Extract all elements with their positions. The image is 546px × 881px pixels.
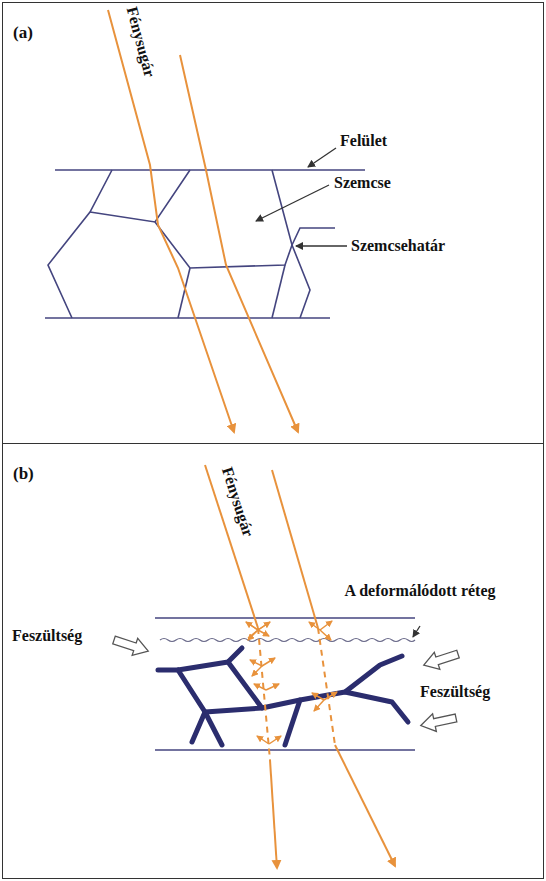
panel-frame: (a): [2, 2, 544, 444]
light-ray: [272, 470, 318, 628]
text-label: Szemcsehatár: [351, 237, 445, 255]
ray-label: Fénysugár: [122, 5, 158, 79]
panel-tag: (a): [13, 23, 33, 43]
grain-boundary: [205, 662, 262, 712]
light-ray: [180, 55, 298, 432]
ray-label: Fénysugár: [218, 465, 258, 539]
scatter-arrow: [324, 692, 337, 700]
scatter-arrow: [266, 684, 279, 690]
scatter-arrow: [312, 693, 324, 700]
leader-line: [308, 148, 336, 167]
scatter-arrow: [254, 684, 266, 690]
stress-arrows: [111, 631, 461, 734]
grain-boundary: [48, 170, 112, 318]
light-ray-dashed: [318, 628, 335, 745]
grain-boundary: [292, 228, 335, 245]
grain-boundary: [178, 670, 205, 742]
top-line: [155, 617, 415, 619]
stress-arrow: [111, 631, 151, 659]
light-ray: [270, 760, 277, 868]
surface-line: [55, 169, 365, 171]
deformed-layer-line: [160, 639, 415, 642]
panel-frame: (b): [2, 443, 544, 879]
light-ray-dashed: [258, 628, 270, 760]
light-rays-a: [108, 10, 298, 432]
stress-arrow: [419, 709, 458, 734]
scatter-arrow: [309, 622, 320, 630]
scatter-arrow: [320, 621, 332, 630]
scatter-arrow: [246, 622, 258, 630]
scatter-arrows: [246, 621, 337, 744]
grain-boundary: [205, 712, 222, 745]
text-label: Szemcse: [334, 174, 391, 192]
bottom-line: [155, 749, 415, 751]
leader-line: [296, 245, 347, 246]
scatter-arrow: [262, 658, 275, 666]
leader-lines-b: [413, 626, 420, 637]
light-ray: [205, 465, 258, 628]
grain-boundary: [292, 245, 310, 318]
scatter-arrow: [258, 622, 270, 630]
scatter-arrow: [250, 660, 262, 666]
grain-layer-b: [155, 618, 415, 750]
bottom-line: [45, 317, 330, 319]
light-ray: [108, 10, 234, 432]
grain-layer-a: [45, 170, 365, 318]
grain-boundary: [90, 170, 190, 222]
text-label: A deformálódott réteg: [340, 582, 500, 600]
scatter-arrow: [269, 736, 281, 744]
scatter-arrow: [252, 666, 262, 676]
stress-arrow: [421, 645, 461, 673]
panel-tag: (b): [13, 464, 34, 484]
leader-line: [413, 626, 420, 637]
thick-grain-boundaries: [158, 648, 408, 745]
grain-boundary: [272, 265, 285, 318]
scatter-arrow: [248, 630, 258, 640]
leader-lines-a: [256, 148, 347, 246]
light-rays-b: [205, 465, 395, 868]
text-label: Feszültség: [420, 683, 490, 701]
leader-line: [256, 185, 329, 221]
scatter-arrow: [320, 630, 331, 640]
light-ray: [335, 745, 395, 866]
grain-boundary: [285, 700, 300, 745]
text-label: Felület: [340, 132, 387, 150]
scatter-arrow: [314, 700, 324, 711]
text-label: Feszültség: [12, 627, 82, 645]
scatter-arrow: [257, 736, 269, 744]
grain-boundary: [345, 692, 408, 722]
